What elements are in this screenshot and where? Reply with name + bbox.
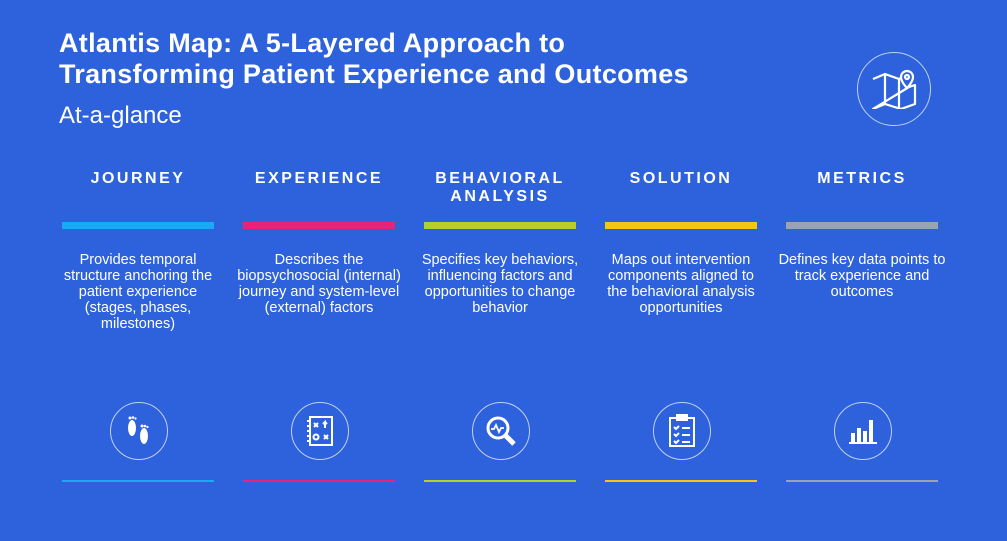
- layer-column-experience: EXPERIENCE Describes the biopsychosocial…: [234, 170, 404, 482]
- subtitle: At-a-glance: [59, 102, 182, 129]
- layer-bottom-line: [243, 480, 395, 482]
- layer-description: Maps out intervention components aligned…: [607, 252, 755, 316]
- layer-description: Specifies key behaviors, influencing fac…: [421, 252, 579, 316]
- layer-bottom-line: [62, 480, 214, 482]
- layer-description: Provides temporal structure anchoring th…: [63, 252, 213, 332]
- magnifier-pulse-icon: [472, 402, 530, 460]
- layer-column-solution: SOLUTION Maps out intervention component…: [596, 170, 766, 482]
- layer-column-metrics: METRICS Defines key data points to track…: [777, 170, 947, 482]
- layer-color-bar: [605, 222, 757, 229]
- layer-heading: JOURNEY: [90, 170, 186, 187]
- layer-column-behavioral-analysis: BEHAVIORAL ANALYSIS Specifies key behavi…: [415, 170, 585, 482]
- layer-description: Defines key data points to track experie…: [778, 252, 946, 300]
- layer-heading: EXPERIENCE: [254, 170, 384, 187]
- title-line-1: Atlantis Map: A 5-Layered Approach to: [59, 28, 566, 58]
- layer-color-bar: [786, 222, 938, 229]
- layer-bottom-line: [605, 480, 757, 482]
- layer-bottom-line: [786, 480, 938, 482]
- strategy-board-icon: [291, 402, 349, 460]
- footprints-icon: [110, 402, 168, 460]
- map-pin-icon: [857, 52, 931, 126]
- clipboard-checklist-icon: [653, 402, 711, 460]
- layer-color-bar: [424, 222, 576, 229]
- title-line-2: Transforming Patient Experience and Outc…: [59, 59, 689, 89]
- layer-heading: METRICS: [817, 170, 907, 187]
- layer-color-bar: [243, 222, 395, 229]
- layer-heading: BEHAVIORAL ANALYSIS: [435, 170, 565, 205]
- layer-color-bar: [62, 222, 214, 229]
- layer-heading: SOLUTION: [629, 170, 733, 187]
- bar-chart-icon: [834, 402, 892, 460]
- layer-column-journey: JOURNEY Provides temporal structure anch…: [53, 170, 223, 482]
- layer-description: Describes the biopsychosocial (internal)…: [237, 252, 401, 316]
- layer-bottom-line: [424, 480, 576, 482]
